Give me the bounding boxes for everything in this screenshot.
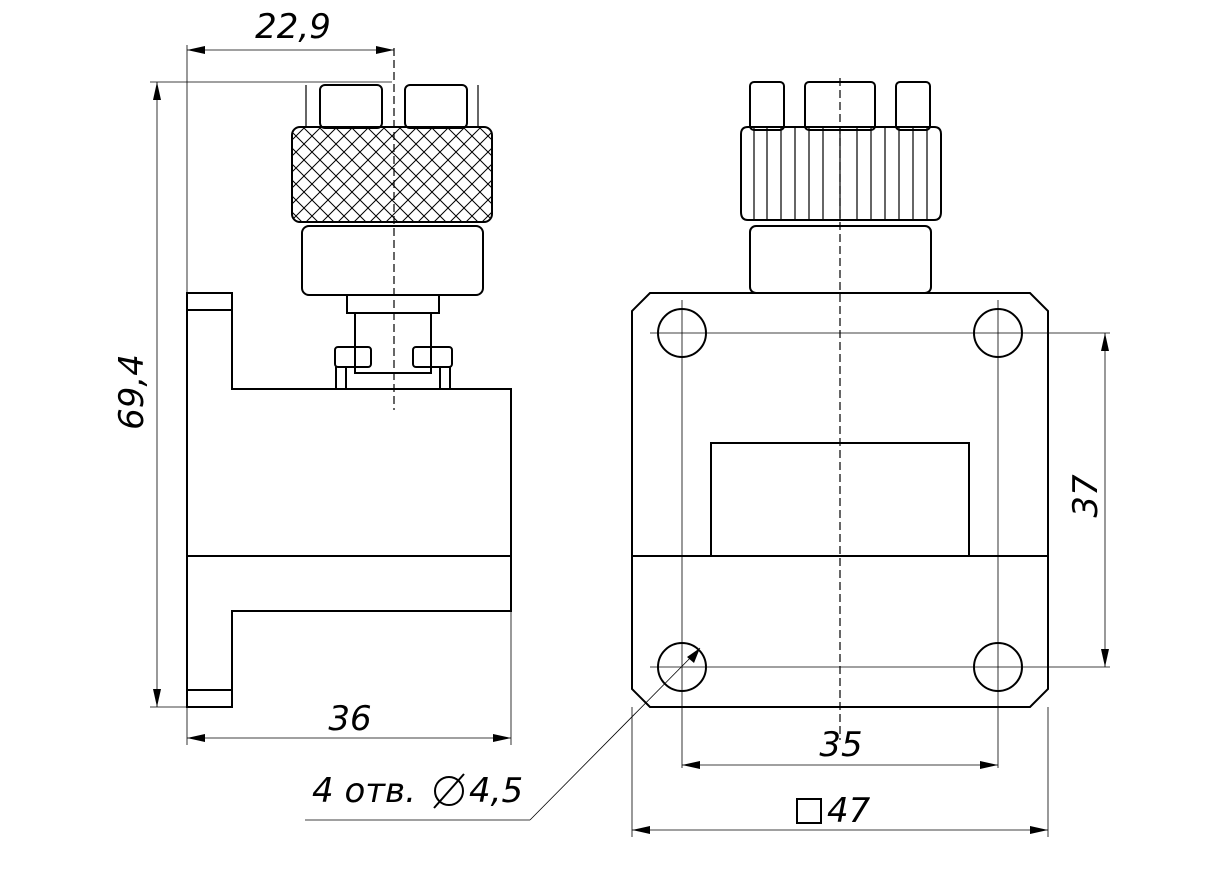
dimension-overall-height-label: 69,4 (112, 354, 152, 430)
dimension-flange-square-label: 47 (827, 791, 871, 831)
front-view-flange (631, 292, 1049, 708)
dimension-connector-offset-label: 22,9 (255, 7, 331, 47)
dimension-hole-spacing-vertical-label: 37 (1066, 474, 1106, 518)
side-view-connector-pins (305, 84, 479, 129)
side-view-collar (301, 225, 484, 296)
dimension-side-width: 36 (186, 611, 512, 745)
side-view-stem (334, 294, 453, 389)
hole-callout-diameter: 4,5 (469, 771, 523, 811)
hole-center-lines (650, 300, 1110, 768)
side-view: 22,9 69,4 36 (112, 7, 512, 745)
dimension-side-width-label: 36 (328, 699, 371, 739)
dimension-flange-square: 47 (631, 707, 1049, 837)
hole-callout-note: 4 отв. (312, 771, 416, 811)
side-view-knurled-nut (291, 126, 493, 223)
dimension-hole-spacing-horizontal: 35 (682, 725, 998, 769)
dimension-hole-spacing-vertical: 37 (1066, 333, 1109, 667)
front-view-ribbed-nut (740, 126, 942, 221)
dimension-connector-offset: 22,9 (186, 7, 394, 293)
diameter-icon (433, 773, 465, 809)
dimension-overall-height: 69,4 (112, 81, 392, 708)
side-view-body (186, 292, 512, 708)
hole-callout: 4 отв. 4,5 (305, 647, 701, 821)
square-symbol-icon (796, 798, 822, 824)
dimension-hole-spacing-horizontal-label: 35 (819, 725, 862, 765)
front-view: 37 35 47 4 отв. (305, 78, 1110, 837)
